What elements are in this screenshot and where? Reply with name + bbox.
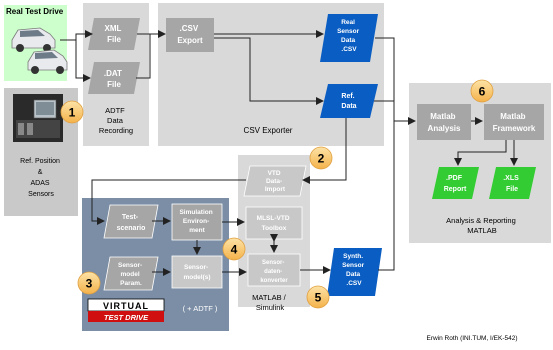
- vtd-data-import-label: VTD Data- Import: [265, 170, 286, 193]
- svg-text:4: 4: [231, 243, 238, 257]
- sensor-model-param-node: [103, 256, 159, 291]
- vtd-data-import-node: [243, 165, 307, 197]
- test-scenario-node: [103, 204, 159, 239]
- real-test-drive-title: Real Test Drive: [6, 7, 64, 16]
- ref-data-label: Ref. Data: [341, 93, 356, 110]
- arrow-framework-to-pdf: [454, 140, 507, 166]
- adtf-note: ( + ADTF ): [183, 304, 218, 313]
- matlab-section-caption: Analysis & Reporting MATLAB: [446, 216, 518, 235]
- arrow-vtd-import-to-scenario: [91, 179, 246, 225]
- ref-data-node: [320, 84, 378, 118]
- synth-sensor-data-label: Synth. Sensor Data .CSV: [342, 253, 366, 287]
- footer-credit: Erwin Roth (INI.TUM, I/EK-542): [426, 335, 517, 342]
- mlsl-vtd-toolbox-node: [245, 206, 303, 240]
- arrow-real-data-to-analysis: [375, 37, 395, 121]
- matlab-framework-node: [484, 104, 544, 140]
- arrow-car-to-xml: [60, 30, 93, 41]
- csv-export-label: .CSV Export: [177, 24, 203, 45]
- sensor-models-label: Sensor- model(s): [183, 264, 210, 281]
- sensor-model-param-label: Sensor- model Param.: [118, 262, 144, 287]
- real-sensor-data-label: Real Sensor Data .CSV: [337, 19, 361, 53]
- ref-sensors-label: Ref. Position & ADAS Sensors: [20, 158, 62, 198]
- step-badge-3: 3: [77, 271, 101, 295]
- car-icon: [11, 27, 56, 52]
- step-badge-5: 5: [306, 285, 330, 309]
- sensordaten-konverter-node: [247, 253, 301, 287]
- sensor-models-node: [171, 255, 223, 289]
- svg-text:VIRTUAL: VIRTUAL: [103, 301, 149, 311]
- sensordaten-konverter-label: Sensor- daten- konverter: [260, 260, 288, 284]
- svg-text:3: 3: [86, 277, 93, 291]
- svg-text:6: 6: [479, 85, 486, 99]
- csv-export-node: [166, 18, 214, 52]
- csv-exporter-caption: CSV Exporter: [244, 126, 293, 135]
- simulation-environment-node: [171, 203, 223, 241]
- arrow-ref-data-to-vtd-import: [302, 118, 347, 184]
- dat-file-node: [88, 62, 140, 94]
- test-scenario-label: Test- scenario: [117, 214, 146, 232]
- synth-sensor-data-node: [327, 248, 382, 296]
- step-badge-6: 6: [470, 79, 494, 103]
- simulation-environment-label: Simulation Environ- ment: [179, 209, 214, 234]
- mlsl-vtd-toolbox-label: MLSL-VTD Toolbox: [257, 215, 292, 232]
- xml-file-label: XML File: [105, 24, 124, 44]
- virtual-test-drive-logo: VIRTUAL TEST DRIVE: [87, 298, 165, 322]
- real-sensor-data-node: [320, 14, 378, 62]
- arrow-car-to-dat: [75, 40, 91, 82]
- pdf-report-label: .PDF Report: [444, 175, 467, 193]
- svg-text:2: 2: [318, 152, 325, 166]
- flow-arrows: [60, 30, 518, 276]
- step-badge-2: 2: [309, 146, 333, 170]
- svg-text:TEST DRIVE: TEST DRIVE: [104, 313, 149, 322]
- svg-text:1: 1: [69, 106, 76, 120]
- pdf-report-node: [432, 167, 479, 199]
- xls-file-node: [489, 167, 536, 199]
- arrow-csv-to-ref-data: [214, 37, 324, 105]
- matlab-analysis-node: [417, 104, 471, 140]
- car-icon: [27, 49, 68, 74]
- step-badge-1: 1: [60, 100, 84, 124]
- matlab-analysis-label: Matlab Analysis: [428, 112, 461, 133]
- dat-file-label: .DAT File: [104, 69, 124, 89]
- xls-file-label: .XLS File: [503, 175, 521, 193]
- arrow-dat-to-csv: [136, 34, 151, 79]
- simulink-caption: MATLAB / Simulink: [252, 293, 288, 312]
- svg-text:5: 5: [315, 291, 322, 305]
- sensor-equipment-photo: [13, 94, 63, 142]
- arrow-synth-to-analysis: [378, 121, 395, 271]
- adtf-caption: ADTF Data Recording: [99, 106, 133, 135]
- xml-file-node: [88, 18, 140, 50]
- step-badge-4: 4: [222, 237, 246, 261]
- matlab-framework-label: Matlab Framework: [493, 112, 536, 133]
